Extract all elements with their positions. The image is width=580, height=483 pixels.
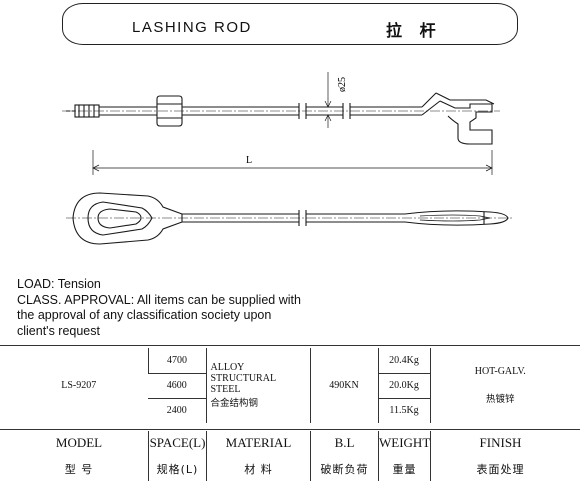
header-material: MATERIAL 材 料 bbox=[206, 431, 310, 481]
table-mid-rule bbox=[0, 429, 580, 430]
rod-top-view bbox=[66, 192, 512, 245]
length-label: L bbox=[246, 155, 252, 166]
approval-note-line1: CLASS. APPROVAL: All items can be suppli… bbox=[17, 292, 301, 307]
page-title: LASHING ROD bbox=[132, 19, 252, 36]
notes-block: LOAD: Tension CLASS. APPROVAL: All items… bbox=[17, 277, 337, 339]
table-top-rule bbox=[0, 345, 580, 346]
spec-table: LS-9207 4700 ALLOY STRUCTURAL STEEL 合金结构… bbox=[10, 348, 570, 423]
diameter-dimension bbox=[324, 72, 332, 128]
header-space: SPACE(L) 规格(L) bbox=[148, 431, 206, 481]
length-dimension bbox=[92, 150, 493, 175]
spec-finish: HOT-GALV. 热镀锌 bbox=[429, 348, 570, 423]
approval-note-line2: the approval of any classification socie… bbox=[17, 308, 272, 322]
approval-note-line3: client's request bbox=[17, 323, 100, 338]
spec-model: LS-9207 bbox=[61, 380, 97, 391]
spec-weight-3: 11.5Kg bbox=[377, 397, 430, 423]
header-weight: WEIGHT 重量 bbox=[378, 431, 430, 481]
spec-space-3: 2400 bbox=[148, 397, 206, 423]
rod-side-view bbox=[62, 92, 500, 145]
spec-material: ALLOY STRUCTURAL STEEL 合金结构钢 bbox=[205, 348, 310, 423]
spec-finish-en: HOT-GALV. bbox=[474, 366, 526, 377]
spec-material-cn: 合金结构钢 bbox=[210, 398, 259, 409]
spec-material-line2: STEEL bbox=[210, 384, 241, 395]
page-title-cn: 拉 杆 bbox=[386, 21, 442, 40]
spec-breaking-load: 490KN bbox=[309, 348, 378, 423]
spec-finish-cn: 热镀锌 bbox=[485, 394, 515, 405]
spec-material-line1: ALLOY STRUCTURAL bbox=[210, 362, 277, 384]
header-model: MODEL 型 号 bbox=[55, 435, 103, 476]
spec-weight-1: 20.4Kg bbox=[377, 348, 430, 373]
lashing-rod-drawing: ø25 L bbox=[62, 72, 512, 245]
diameter-label: ø25 bbox=[337, 77, 348, 92]
spec-space-2: 4600 bbox=[148, 372, 206, 398]
header-finish: FINISH 表面处理 bbox=[430, 431, 570, 481]
header-breaking-load: B.L 破断负荷 bbox=[310, 431, 378, 481]
table-header: MODEL 型 号 SPACE(L) 规格(L) MATERIAL 材 料 B.… bbox=[10, 431, 570, 481]
spec-space-1: 4700 bbox=[147, 348, 206, 373]
spec-weight-2: 20.0Kg bbox=[377, 372, 430, 398]
title-banner bbox=[62, 3, 518, 45]
load-note: LOAD: Tension bbox=[17, 277, 101, 291]
